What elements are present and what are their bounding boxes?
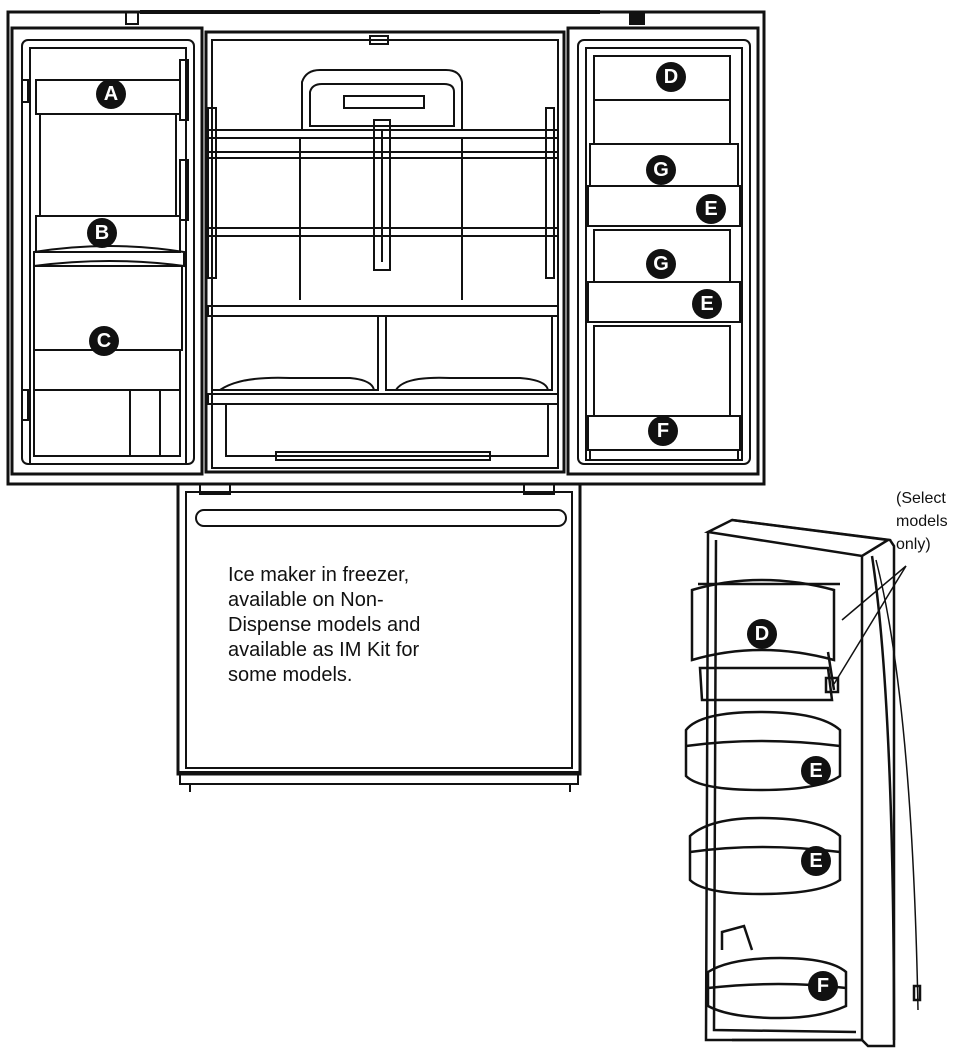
label-badge-a: A <box>96 79 126 109</box>
label-badge-d: D <box>747 619 777 649</box>
right-door <box>566 26 760 476</box>
label-badge-b: B <box>87 218 117 248</box>
label-badge-g: G <box>646 155 676 185</box>
note-line: available as IM Kit for <box>228 639 420 661</box>
left-door <box>10 26 204 476</box>
freezer-ice-maker-note: Ice maker in freezer, available on Non- … <box>228 563 528 688</box>
note-line: only) <box>896 536 931 553</box>
note-line: Ice maker in freezer, <box>228 564 410 586</box>
label-badge-f: F <box>808 971 838 1001</box>
label-badge-e: E <box>692 289 722 319</box>
label-badge-e: E <box>696 194 726 224</box>
label-badge-d: D <box>656 62 686 92</box>
select-note-pointers <box>833 565 907 685</box>
note-line: models <box>896 513 948 530</box>
label-badge-c: C <box>89 326 119 356</box>
note-line: Dispense models and <box>228 614 421 636</box>
note-line: some models. <box>228 664 353 686</box>
note-line: available on Non- <box>228 589 384 611</box>
freezer-drawer <box>176 482 582 792</box>
note-line: (Select <box>896 490 946 507</box>
label-badge-g: G <box>646 249 676 279</box>
label-badge-e: E <box>801 846 831 876</box>
fresh-food-compartment <box>204 30 566 474</box>
door-detail <box>684 518 922 1048</box>
label-badge-f: F <box>648 416 678 446</box>
label-badge-e: E <box>801 756 831 786</box>
select-models-note: (Select models only) <box>896 487 966 556</box>
